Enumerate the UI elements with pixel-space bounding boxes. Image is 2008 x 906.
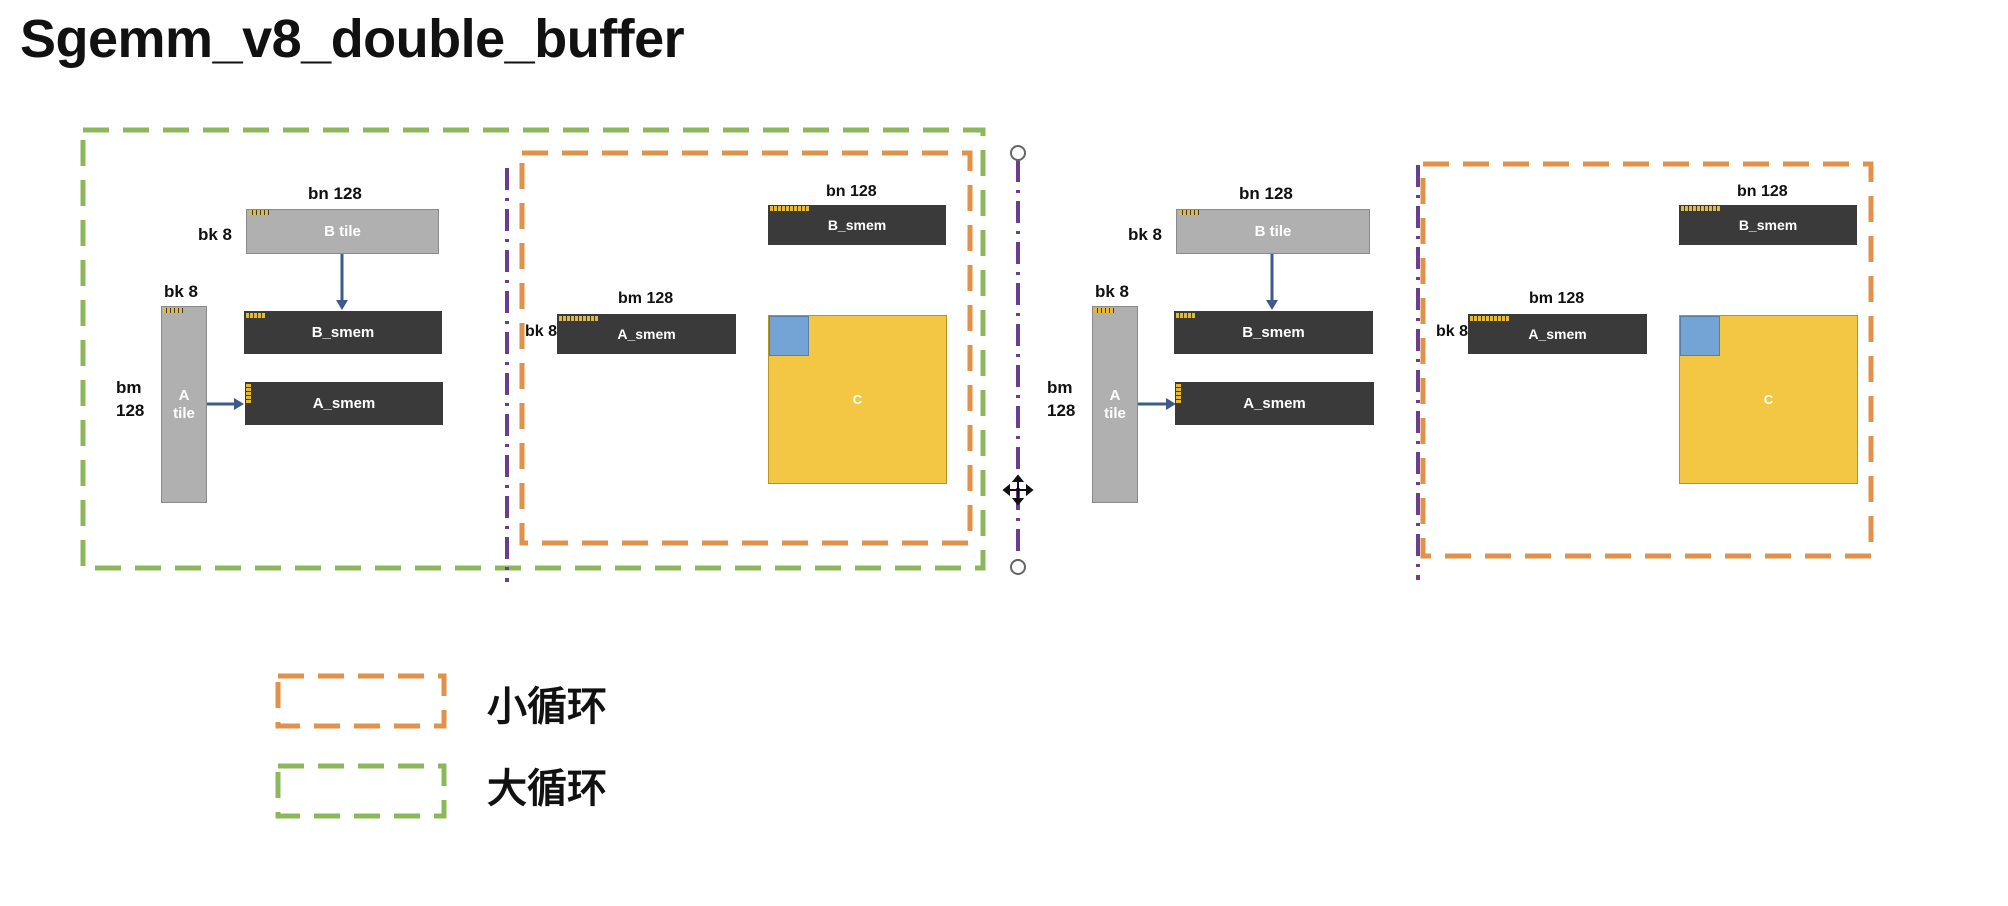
legend-small-loop-label: 小循环 [487, 685, 607, 729]
legend-swatch-small-loop [275, 673, 447, 729]
label-bk8-btile-1: bk 8 [198, 225, 233, 244]
legend-big-loop-label: 大循环 [487, 767, 607, 811]
label-bn128-1: bn 128 [308, 184, 362, 203]
a-tile-1: A tile [161, 306, 207, 503]
a-smem-loop-marker-1 [559, 316, 599, 321]
resize-handle-bottom [1010, 559, 1026, 575]
a-tile-label-a: A [1109, 387, 1121, 405]
b-smem-marker-1 [246, 313, 266, 318]
c-matrix-sub-block-1 [769, 316, 809, 356]
b-smem-loop-1: B_smem [768, 205, 946, 245]
c-matrix-2: C [1679, 315, 1858, 484]
a-smem-loop-marker-2 [1470, 316, 1510, 321]
a-tile-label-a: A [178, 387, 190, 405]
b-smem-loop-2: B_smem [1679, 205, 1857, 245]
label-bn128-smem-1: bn 128 [826, 183, 877, 200]
move-cursor-icon [1002, 474, 1034, 506]
b-smem-loop-marker-2 [1681, 206, 1721, 211]
label-bn128-smem-2: bn 128 [1737, 183, 1788, 200]
b-smem-marker-2 [1176, 313, 1196, 318]
label-bk8-smem-1: bk 8 [525, 323, 558, 340]
b-smem-1: B_smem [244, 311, 442, 354]
b-tile-marker-2 [1179, 210, 1199, 215]
legend-swatch-big-loop [275, 763, 447, 819]
page-title: Sgemm_v8_double_buffer [20, 9, 685, 69]
label-bk8-atile-1: bk 8 [164, 282, 199, 301]
a-tile-marker-1 [163, 308, 183, 313]
small-loop-frame-2 [1420, 161, 1874, 559]
label-bn128-2: bn 128 [1239, 184, 1293, 203]
a-smem-marker-2 [1176, 384, 1181, 404]
label-128-2: 128 [1047, 401, 1076, 420]
label-bk8-btile-2: bk 8 [1128, 225, 1163, 244]
resize-handle-top [1010, 145, 1026, 161]
a-tile-marker-2 [1094, 308, 1114, 313]
a-smem-marker-1 [246, 384, 251, 404]
label-bk8-atile-2: bk 8 [1095, 282, 1130, 301]
label-128-1: 128 [116, 401, 145, 420]
b-smem-loop-marker-1 [770, 206, 810, 211]
b-smem-2: B_smem [1174, 311, 1373, 354]
b-tile-2: B tile [1176, 209, 1370, 254]
small-loop-frame-1 [519, 150, 973, 546]
label-bk8-smem-2: bk 8 [1436, 323, 1469, 340]
a-smem-2: A_smem [1175, 382, 1374, 425]
c-matrix-sub-block-2 [1680, 316, 1720, 356]
label-bm128-smem-2: bm 128 [1529, 290, 1585, 307]
label-bm128-smem-1: bm 128 [618, 290, 674, 307]
label-bm-2: bm [1047, 378, 1073, 397]
label-bm-1: bm [116, 378, 142, 397]
b-tile-1: B tile [246, 209, 439, 254]
a-tile-label-tile: tile [173, 404, 195, 422]
big-loop-frame [80, 127, 986, 571]
a-smem-1: A_smem [245, 382, 443, 425]
a-tile-label-tile: tile [1104, 404, 1126, 422]
b-tile-marker-1 [249, 210, 269, 215]
a-tile-2: A tile [1092, 306, 1138, 503]
